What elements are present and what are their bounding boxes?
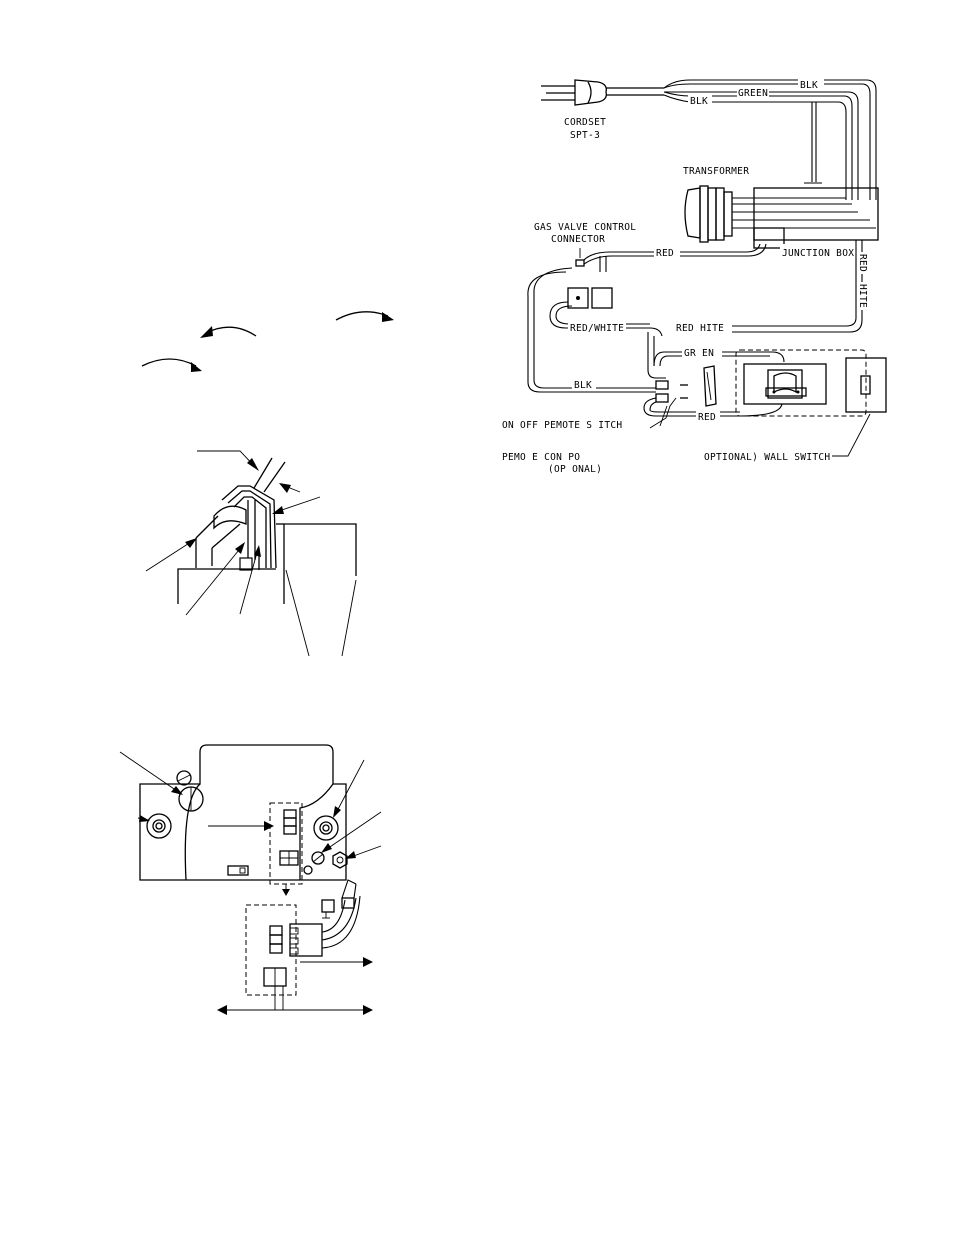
remote-control-label-line2: (OP ONAL)	[548, 464, 602, 475]
arrow-left-ccw	[200, 326, 257, 338]
wall-switch-label: OPTIONAL) WALL SWITCH	[704, 452, 830, 463]
transformer: TRANSFORMER	[683, 166, 876, 243]
wire-label-blk-second-text: BLK	[690, 96, 708, 107]
pilot-assembly-drawing	[145, 450, 357, 657]
wire-label-red-gas: RED	[656, 248, 674, 259]
wire-label-red-low: RED	[698, 412, 716, 423]
wall-switch-dashed-boundary	[735, 349, 867, 417]
wire-label-green-top-text: GREEN	[738, 88, 768, 99]
junction-box-label: JUNCTION BOX	[782, 248, 854, 259]
wall-switch-plate	[845, 357, 887, 413]
arrow-right-cw	[335, 311, 394, 322]
wire-label-green-low: GR EN	[684, 348, 714, 359]
connector-block-b	[591, 287, 613, 309]
on-off-remote-switch-label: ON OFF PEMOTE S ITCH	[502, 420, 622, 431]
cordset-type-label: SPT-3	[570, 130, 600, 141]
connector-block-a	[567, 287, 589, 309]
rotation-arrows	[141, 311, 394, 372]
cordset-label: CORDSET	[564, 117, 606, 128]
wire-label-blk-low: BLK	[574, 380, 592, 391]
cordset-plug: CORDSET SPT-3	[541, 79, 664, 141]
arrow-lower-cw	[141, 358, 202, 372]
remote-control-label-line1: PEMO E CON PO	[502, 452, 580, 463]
gas-valve-connector	[575, 259, 585, 267]
gas-valve-label-line1: GAS VALVE CONTROL	[534, 222, 636, 233]
gas-valve-control-drawing	[119, 744, 382, 1015]
remote-terminal-upper	[655, 380, 669, 390]
on-off-rocker-switch	[703, 365, 717, 407]
wire-label-red-white: RED/WHITE	[570, 323, 624, 334]
transformer-label: TRANSFORMER	[683, 166, 749, 177]
wiring-diagram: CORDSET SPT-3 BLK GREEN BLK BLK GREEN BL…	[502, 78, 887, 475]
remote-terminal-lower	[655, 393, 669, 403]
wire-label-hite-right: HITE	[857, 284, 868, 308]
wire-label-red-hite: RED HITE	[676, 323, 724, 334]
wire-label-blk-top-text: BLK	[800, 80, 818, 91]
gas-valve-label-line2: CONNECTOR	[551, 234, 605, 245]
remote-receiver	[743, 363, 827, 405]
wire-label-red-right: RED	[857, 254, 868, 272]
wall-switch-toggle	[860, 375, 871, 395]
junction-box	[753, 187, 879, 241]
